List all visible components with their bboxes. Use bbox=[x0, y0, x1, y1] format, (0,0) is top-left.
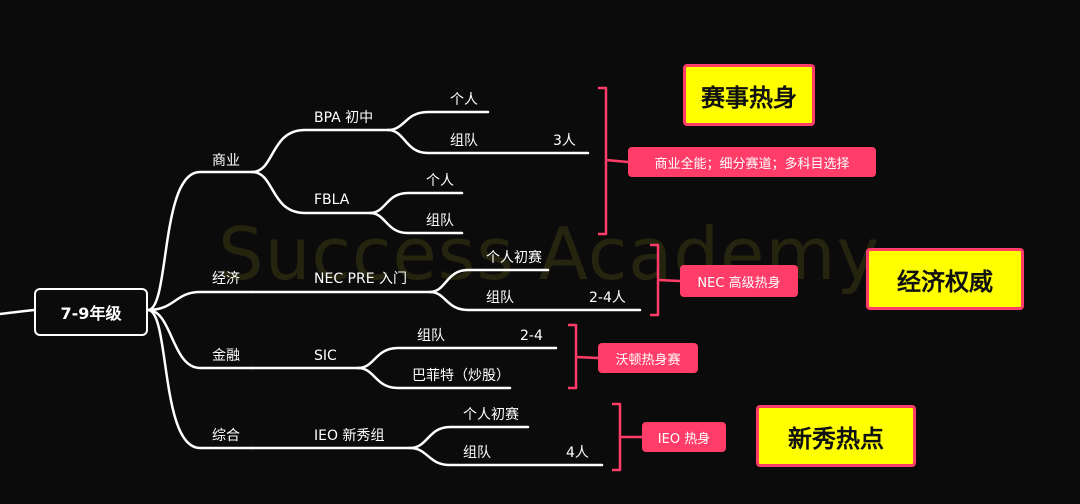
bracket-nec bbox=[650, 243, 660, 317]
bracket-business bbox=[598, 86, 608, 236]
bpa-team-size: 3人 bbox=[553, 133, 576, 149]
competition-ieo[interactable]: IEO 新秀组 bbox=[314, 428, 385, 444]
edge-fbla-team bbox=[368, 211, 464, 235]
root-node-label: 7-9年级 bbox=[60, 304, 122, 323]
edge-business-bpa bbox=[250, 128, 390, 174]
edge-root-economics bbox=[146, 290, 254, 312]
competition-fbla[interactable]: FBLA bbox=[314, 192, 350, 208]
callout-ieo: 新秀热点 bbox=[756, 405, 916, 467]
edge-nec-individual bbox=[428, 268, 550, 294]
edge-business-fbla bbox=[250, 170, 372, 215]
bpa-individual[interactable]: 个人 bbox=[450, 92, 478, 108]
ieo-team[interactable]: 组队 bbox=[463, 445, 491, 461]
callout-economics: 经济权威 bbox=[866, 248, 1024, 310]
nec-team[interactable]: 组队 bbox=[486, 290, 514, 306]
edge-root-comprehensive bbox=[146, 308, 254, 450]
competition-nec[interactable]: NEC PRE 入门 bbox=[314, 271, 408, 287]
pill-sic-note: 沃顿热身赛 bbox=[598, 343, 698, 373]
bracket-business-link bbox=[605, 158, 629, 164]
root-stub-line bbox=[0, 308, 36, 316]
edge-root-finance bbox=[146, 308, 254, 370]
category-comprehensive[interactable]: 综合 bbox=[212, 428, 240, 444]
fbla-team[interactable]: 组队 bbox=[426, 213, 454, 229]
fbla-individual[interactable]: 个人 bbox=[426, 173, 454, 189]
ieo-individual[interactable]: 个人初赛 bbox=[463, 407, 519, 423]
bpa-team[interactable]: 组队 bbox=[450, 133, 478, 149]
edge-bpa-individual bbox=[386, 110, 490, 132]
bracket-sic-link bbox=[575, 355, 599, 360]
sic-team-size: 2-4 bbox=[520, 328, 543, 344]
ieo-team-size: 4人 bbox=[566, 445, 589, 461]
nec-team-size: 2-4人 bbox=[589, 290, 626, 306]
edge-root-business bbox=[146, 170, 254, 312]
sic-team[interactable]: 组队 bbox=[417, 328, 445, 344]
pill-ieo-note: IEO 热身 bbox=[642, 422, 726, 452]
pill-nec-note: NEC 高级热身 bbox=[680, 265, 798, 297]
bracket-sic bbox=[568, 323, 578, 390]
category-business[interactable]: 商业 bbox=[212, 153, 240, 169]
nec-individual[interactable]: 个人初赛 bbox=[486, 250, 542, 266]
edge-bpa-team bbox=[386, 128, 590, 155]
edge-nec-team bbox=[428, 290, 642, 312]
bracket-ieo bbox=[612, 402, 622, 472]
category-economics[interactable]: 经济 bbox=[212, 271, 240, 287]
pill-business-note: 商业全能；细分赛道；多科目选择 bbox=[628, 147, 876, 177]
callout-business: 赛事热身 bbox=[683, 64, 815, 126]
sic-buffett[interactable]: 巴菲特（炒股） bbox=[412, 368, 510, 384]
edge-sic-buffett bbox=[356, 366, 512, 390]
edge-sic-team bbox=[356, 346, 558, 370]
category-finance[interactable]: 金融 bbox=[212, 348, 240, 364]
competition-bpa[interactable]: BPA 初中 bbox=[314, 110, 374, 126]
root-node[interactable]: 7-9年级 bbox=[34, 288, 148, 336]
edge-fbla-individual bbox=[368, 191, 464, 215]
edge-ieo-team bbox=[408, 446, 604, 467]
competition-sic[interactable]: SIC bbox=[314, 348, 337, 364]
bracket-nec-link bbox=[657, 278, 681, 283]
